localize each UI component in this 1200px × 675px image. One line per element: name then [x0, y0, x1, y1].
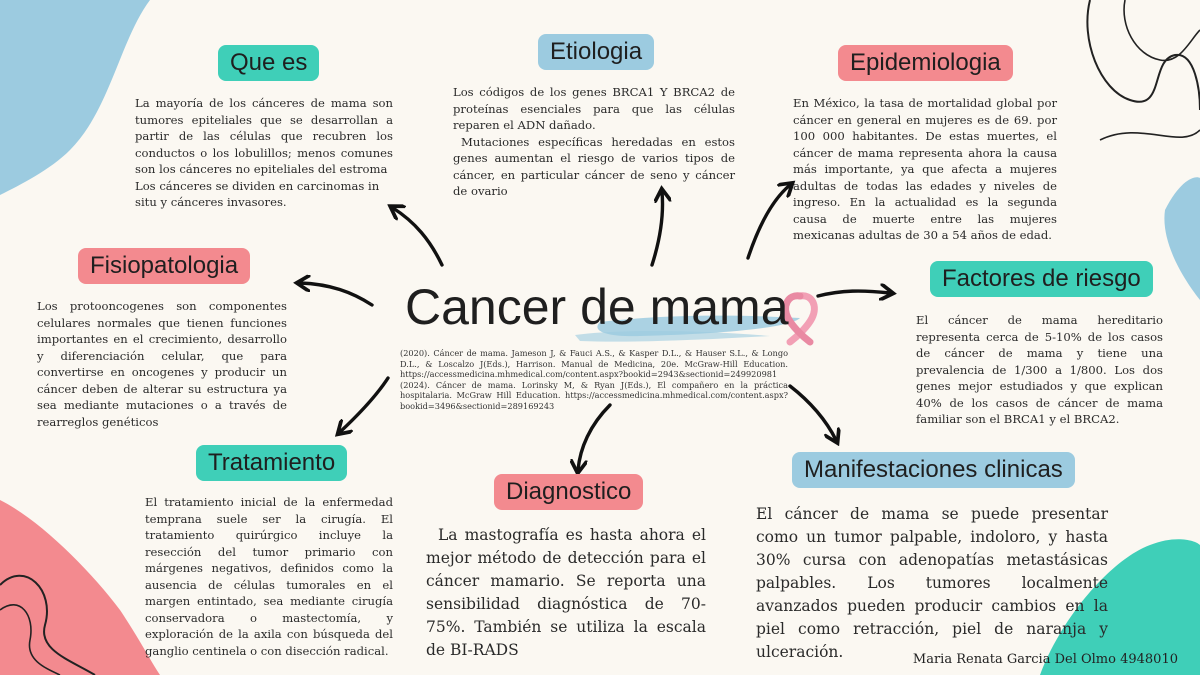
- text-epidemiologia: En México, la tasa de mortalidad global …: [793, 96, 1057, 242]
- label-tratamiento: Tratamiento: [196, 445, 348, 481]
- right-blob: [1164, 177, 1200, 300]
- reference-2: (2024). Cáncer de mama. Lorinsky M, & Ry…: [400, 379, 788, 411]
- label-etiologia: Etiologia: [538, 34, 655, 70]
- label-factores-de-riesgo: Factores de riesgo: [930, 261, 1153, 297]
- bottom-left-curves: [0, 574, 96, 675]
- bottom-left-blob: [0, 500, 160, 675]
- label-diagnostico: Diagnostico: [494, 474, 644, 510]
- reference-1: (2020). Cáncer de mama. Jameson J, & Fau…: [400, 348, 788, 380]
- text-tratamiento: El tratamiento inicial de la enfermedad …: [145, 495, 393, 658]
- pink-ribbon-icon: [782, 292, 818, 346]
- label-que-es: Que es: [218, 45, 320, 81]
- text-factores-de-riesgo: El cáncer de mama hereditario representa…: [916, 313, 1163, 426]
- text-manifestaciones-clinicas: El cáncer de mama se puede presentar com…: [756, 505, 1108, 661]
- arrow-etiologia: [650, 192, 663, 267]
- top-left-blob: [0, 0, 150, 195]
- arrow-que-es: [393, 208, 444, 267]
- que-es-paragraph-1: La mayoría de los cánceres de mama son t…: [135, 96, 393, 176]
- arrow-tratamiento: [340, 376, 390, 432]
- arrow-diagnostico: [578, 403, 612, 470]
- bottom-right-blob: [1040, 539, 1200, 675]
- arrow-epidemiologia: [746, 185, 790, 260]
- text-etiologia: Los códigos de los genes BRCA1 Y BRCA2 d…: [453, 84, 735, 200]
- arrow-manifestaciones: [788, 384, 836, 440]
- arrow-factores: [816, 291, 890, 296]
- text-diagnostico: La mastografía es hasta ahora el mejor m…: [426, 526, 706, 659]
- author-credit: Maria Renata Garcia Del Olmo 4948010: [912, 652, 1178, 667]
- text-fisiopatologia: Los protooncogenes son componentes celul…: [37, 299, 287, 429]
- text-que-es: La mayoría de los cánceres de mama son t…: [135, 95, 393, 211]
- arrow-fisiopatologia: [300, 283, 374, 307]
- references: (2020). Cáncer de mama. Jameson J, & Fau…: [400, 348, 788, 412]
- label-epidemiologia: Epidemiologia: [838, 45, 1013, 81]
- etiologia-paragraph-1: Los códigos de los genes BRCA1 Y BRCA2 d…: [453, 85, 735, 132]
- label-fisiopatologia: Fisiopatologia: [78, 248, 251, 284]
- label-manifestaciones-clinicas: Manifestaciones clinicas: [792, 452, 1075, 488]
- etiologia-paragraph-2: Mutaciones específicas heredadas en esto…: [453, 134, 735, 199]
- top-right-curves: [1086, 0, 1200, 111]
- main-title: Cancer de mama: [405, 279, 789, 335]
- que-es-paragraph-2: Los cánceres se dividen en carcinomas in…: [135, 178, 380, 210]
